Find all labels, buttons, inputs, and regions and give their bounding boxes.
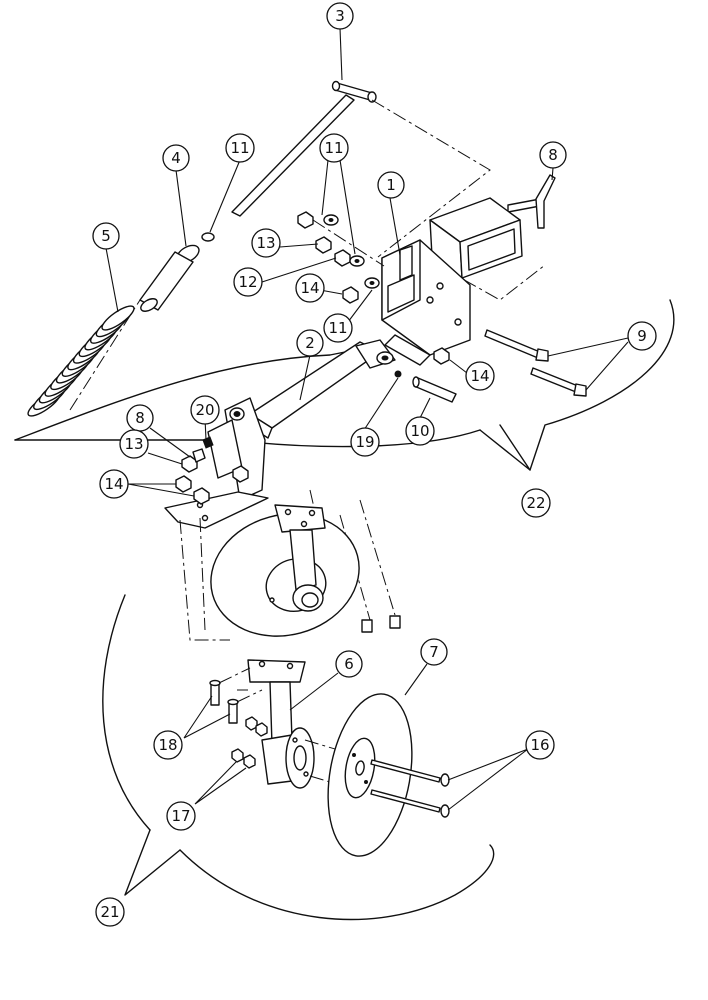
svg-text:20: 20: [195, 401, 214, 419]
callout-14-left: 14: [99, 469, 129, 499]
dash-line-hardware: [312, 219, 385, 267]
callout-7: 7: [420, 638, 448, 666]
svg-text:16: 16: [530, 736, 549, 754]
dash-line-18: [218, 667, 263, 703]
assembly-bracket-21: [102, 594, 495, 921]
svg-text:8: 8: [135, 409, 145, 427]
callout-5: 5: [92, 222, 120, 250]
callout-17: 17: [166, 801, 196, 831]
svg-text:3: 3: [335, 7, 345, 25]
svg-text:4: 4: [171, 149, 181, 167]
callout-14-top: 14: [295, 273, 325, 303]
part-2-arm: [164, 339, 396, 529]
part-4-sleeve: [139, 244, 200, 312]
hardware-arm: [175, 436, 214, 505]
svg-text:17: 17: [171, 807, 190, 825]
callout-10: 10: [405, 416, 435, 446]
part-9-bolts: [484, 329, 587, 397]
svg-text:5: 5: [101, 227, 111, 245]
callout-1: 1: [377, 171, 405, 199]
callout-12: 12: [233, 267, 263, 297]
svg-text:1: 1: [386, 176, 396, 194]
part-7-disc-blade: [304, 693, 413, 857]
callout-11-top-left: 11: [225, 133, 255, 163]
callout-8-left: 8: [126, 404, 154, 432]
dash-line-3: [371, 99, 491, 258]
svg-text:13: 13: [124, 435, 143, 453]
assembled-disc-view: [179, 489, 401, 641]
part-16-bolts: [370, 759, 450, 818]
part-17-nuts: [231, 716, 268, 769]
callout-18: 18: [153, 730, 183, 760]
part-5-spring: [27, 305, 135, 417]
callout-14-right: 14: [465, 361, 495, 391]
spring-coil: [101, 305, 135, 331]
callout-labels: 1 2 3 4 5 6 7 8 8 9 10 11 11 11 12 13 13…: [92, 2, 657, 927]
part-1-mount-bracket: [381, 239, 471, 366]
callout-6: 6: [335, 650, 363, 678]
svg-text:8: 8: [548, 146, 558, 164]
svg-text:18: 18: [158, 736, 177, 754]
svg-text:14: 14: [104, 475, 123, 493]
square-tube: [429, 197, 523, 279]
callout-19: 19: [350, 427, 380, 457]
svg-text:11: 11: [328, 319, 347, 337]
callout-3: 3: [326, 2, 354, 30]
svg-text:11: 11: [230, 139, 249, 157]
part-19-fitting: [394, 370, 402, 378]
callout-11-mid: 11: [323, 313, 353, 343]
callout-16: 16: [525, 730, 555, 760]
hardware-bracket-left: [297, 211, 380, 304]
svg-text:12: 12: [238, 273, 257, 291]
part-11-washer-a: [201, 232, 215, 242]
svg-text:19: 19: [355, 433, 374, 451]
svg-text:14: 14: [470, 367, 489, 385]
callout-11-top-mid: 11: [319, 133, 349, 163]
svg-text:6: 6: [344, 655, 354, 673]
svg-text:13: 13: [256, 234, 275, 252]
svg-text:11: 11: [324, 139, 343, 157]
callout-2: 2: [296, 329, 324, 357]
part-6-hub-spindle: [247, 659, 315, 789]
part-14-nut-bracket: [433, 347, 450, 365]
callout-21: 21: [95, 897, 125, 927]
svg-text:21: 21: [100, 903, 119, 921]
callout-9: 9: [627, 321, 657, 351]
part-3-t-handle-rod: [231, 80, 377, 217]
svg-text:9: 9: [637, 327, 647, 345]
svg-text:7: 7: [429, 643, 439, 661]
part-10-pin: [412, 376, 457, 403]
dash-line-5: [69, 299, 141, 411]
svg-text:22: 22: [526, 494, 545, 512]
callout-8-top: 8: [539, 141, 567, 169]
callout-22: 22: [521, 488, 551, 518]
svg-text:2: 2: [305, 334, 315, 352]
callout-4: 4: [162, 144, 190, 172]
callout-20: 20: [190, 395, 220, 425]
leader-lines: [105, 27, 629, 811]
part-8-pin-top: [507, 174, 556, 229]
callout-13-top: 13: [251, 228, 281, 258]
svg-text:10: 10: [410, 422, 429, 440]
svg-text:14: 14: [300, 279, 319, 297]
callout-13-left: 13: [119, 429, 149, 459]
